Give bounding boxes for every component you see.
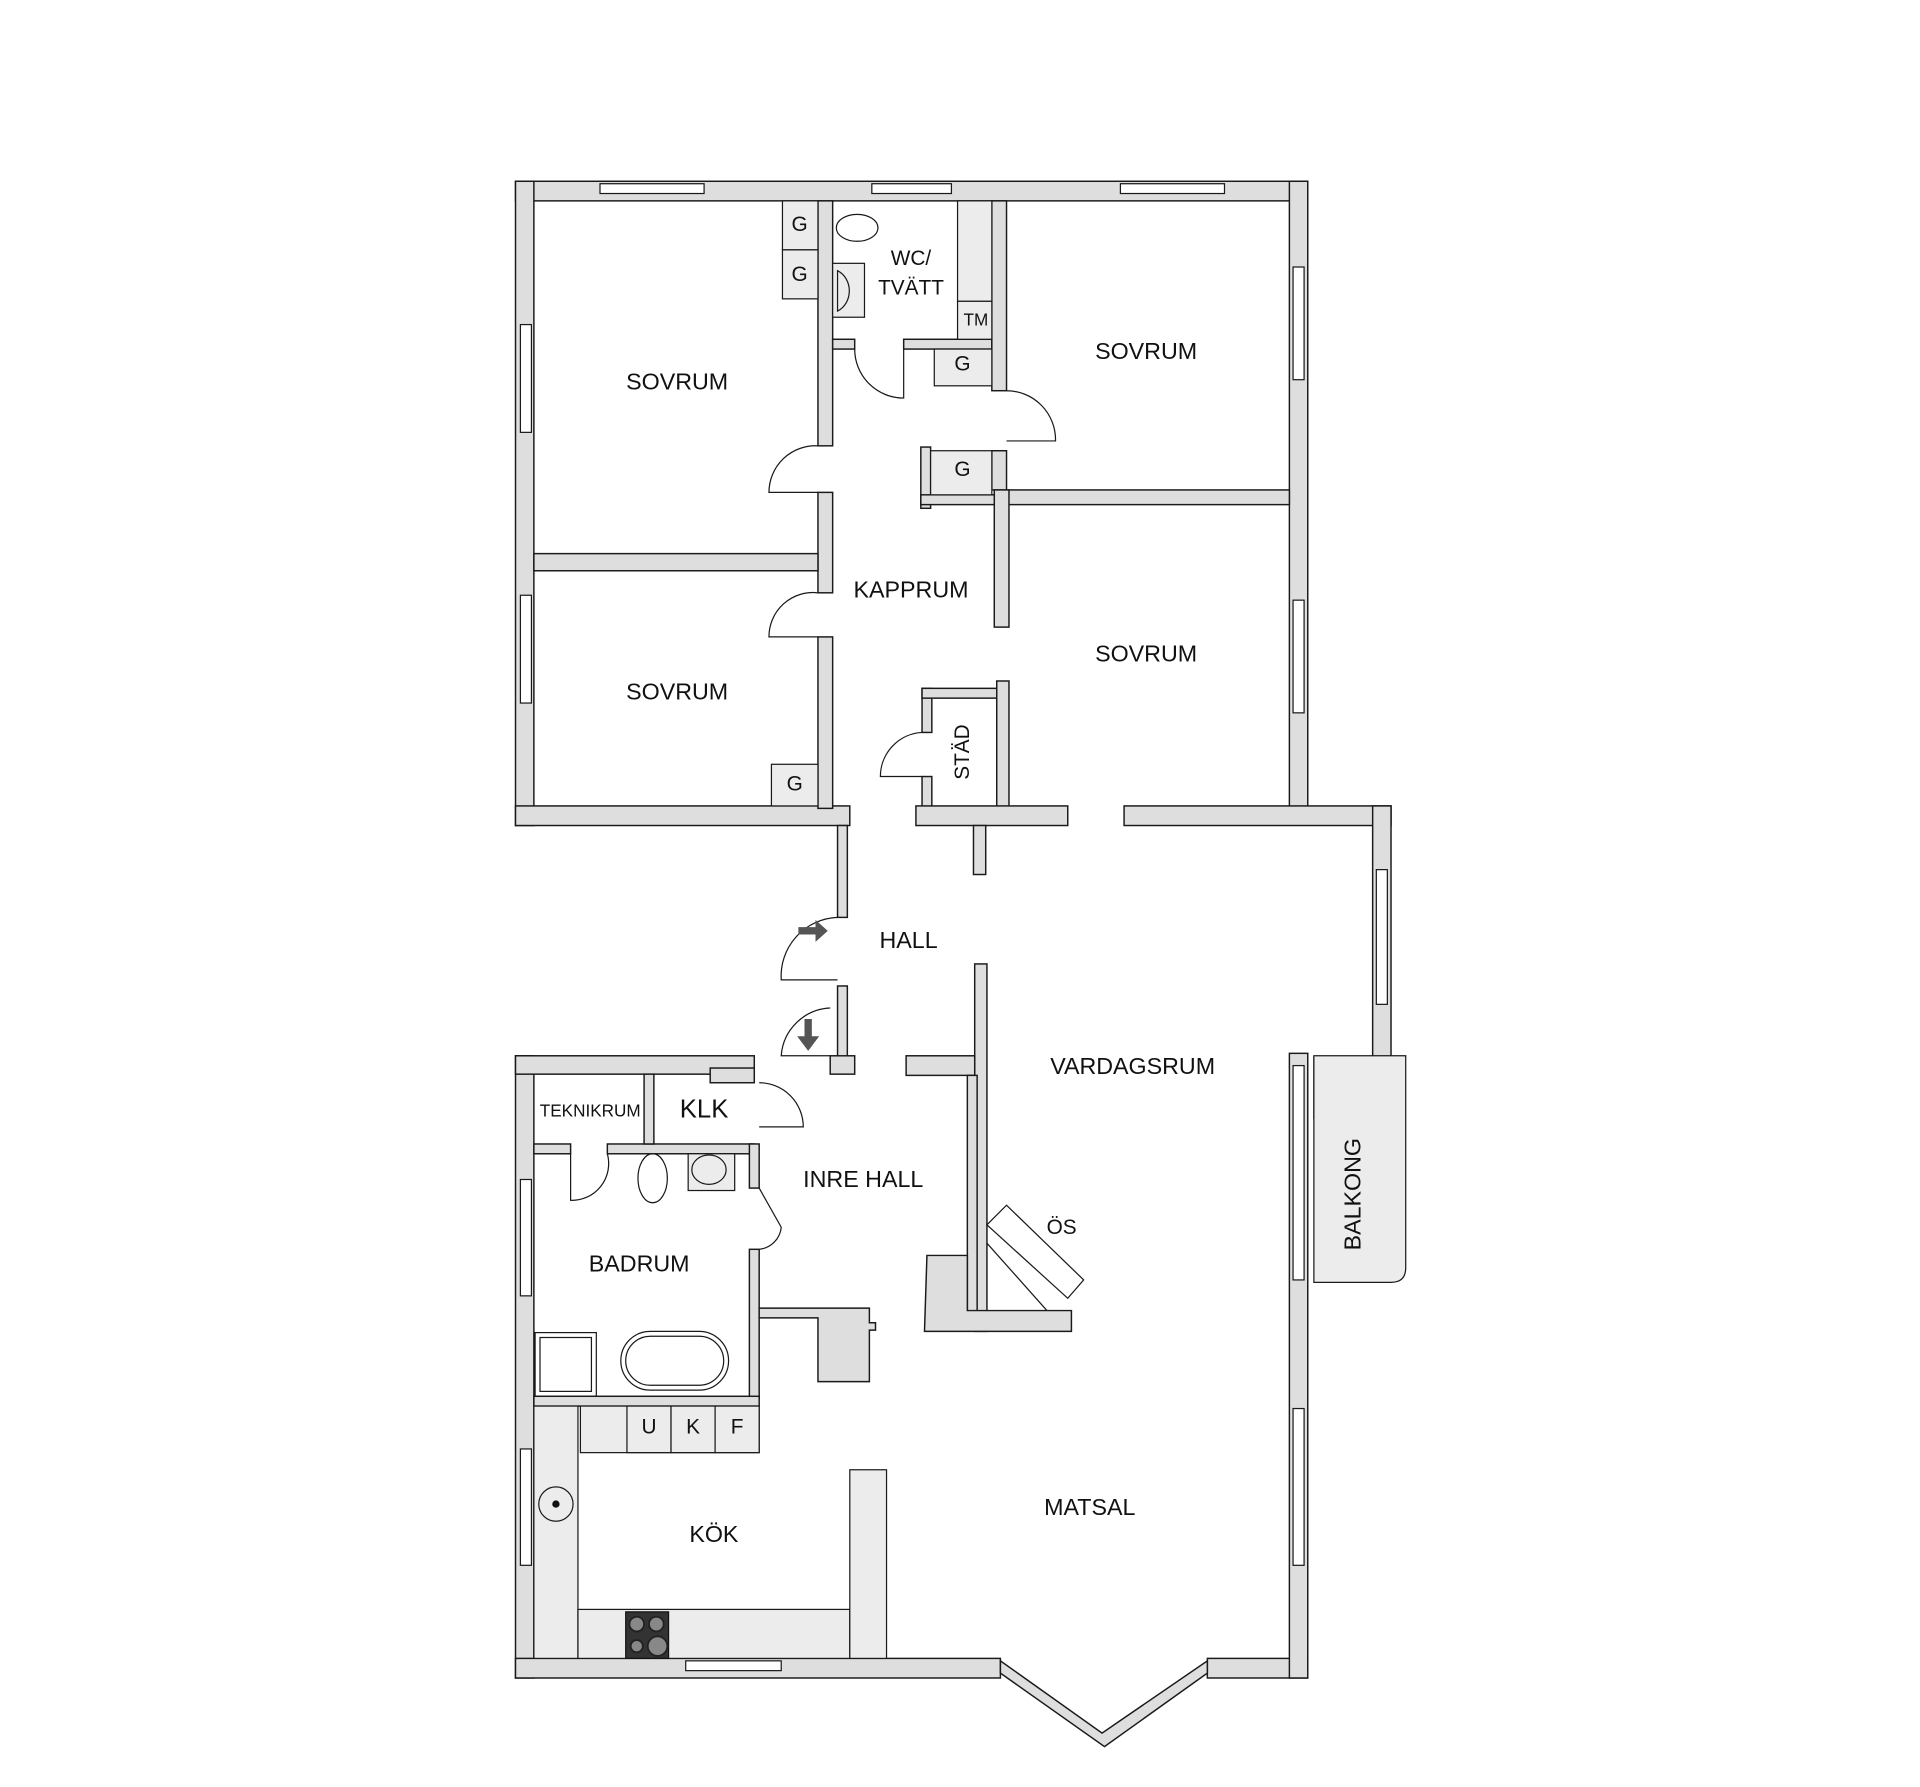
appliance-label-f: F xyxy=(731,1416,744,1439)
room-label-sovrum-2: SOVRUM xyxy=(626,678,728,704)
appliance-label-u: U xyxy=(641,1416,656,1439)
windows xyxy=(519,183,1388,1748)
room-label-inre-hall: INRE HALL xyxy=(803,1166,923,1192)
entry-arrow-icon xyxy=(798,919,828,942)
tm-label: TM xyxy=(964,309,989,329)
room-label-os: ÖS xyxy=(1047,1216,1077,1239)
outer-walls xyxy=(514,180,1392,1679)
room-label-kok: KÖK xyxy=(689,1521,739,1547)
room-labels: SOVRUM SOVRUM SOVRUM SOVRUM WC/ TVÄTT KA… xyxy=(540,247,1366,1547)
fixture-labels: G G G G G TM U K F xyxy=(641,213,988,1439)
room-label-kapprum: KAPPRUM xyxy=(854,577,969,603)
room-label-teknikrum: TEKNIKRUM xyxy=(540,1101,641,1121)
room-label-balkong: BALKONG xyxy=(1339,1138,1365,1250)
room-label-wc: WC/ xyxy=(891,247,932,270)
appliance-label-k: K xyxy=(686,1416,700,1439)
wardrobe-label: G xyxy=(791,213,807,236)
wardrobe-label: G xyxy=(954,458,970,481)
room-label-tvatt: TVÄTT xyxy=(878,277,944,300)
room-label-matsal: MATSAL xyxy=(1044,1494,1135,1520)
entry-arrows xyxy=(797,919,828,1051)
wardrobe-label: G xyxy=(791,263,807,286)
wardrobe-label: G xyxy=(954,352,970,375)
room-label-sovrum-1: SOVRUM xyxy=(626,369,728,395)
room-label-hall: HALL xyxy=(879,927,937,953)
room-label-stad: STÄD xyxy=(951,724,974,779)
wardrobe-label: G xyxy=(787,773,803,796)
fixtures xyxy=(533,200,1407,1660)
interior-walls-lower xyxy=(533,963,1073,1407)
room-label-badrum: BADRUM xyxy=(589,1250,690,1276)
room-label-vardagsrum: VARDAGSRUM xyxy=(1050,1053,1215,1079)
entry-arrow-down-icon xyxy=(797,1019,820,1051)
room-label-klk: KLK xyxy=(680,1096,729,1124)
interior-walls-upper xyxy=(533,200,1291,1075)
room-label-sovrum-4: SOVRUM xyxy=(1095,640,1197,666)
room-label-sovrum-3: SOVRUM xyxy=(1095,338,1197,364)
